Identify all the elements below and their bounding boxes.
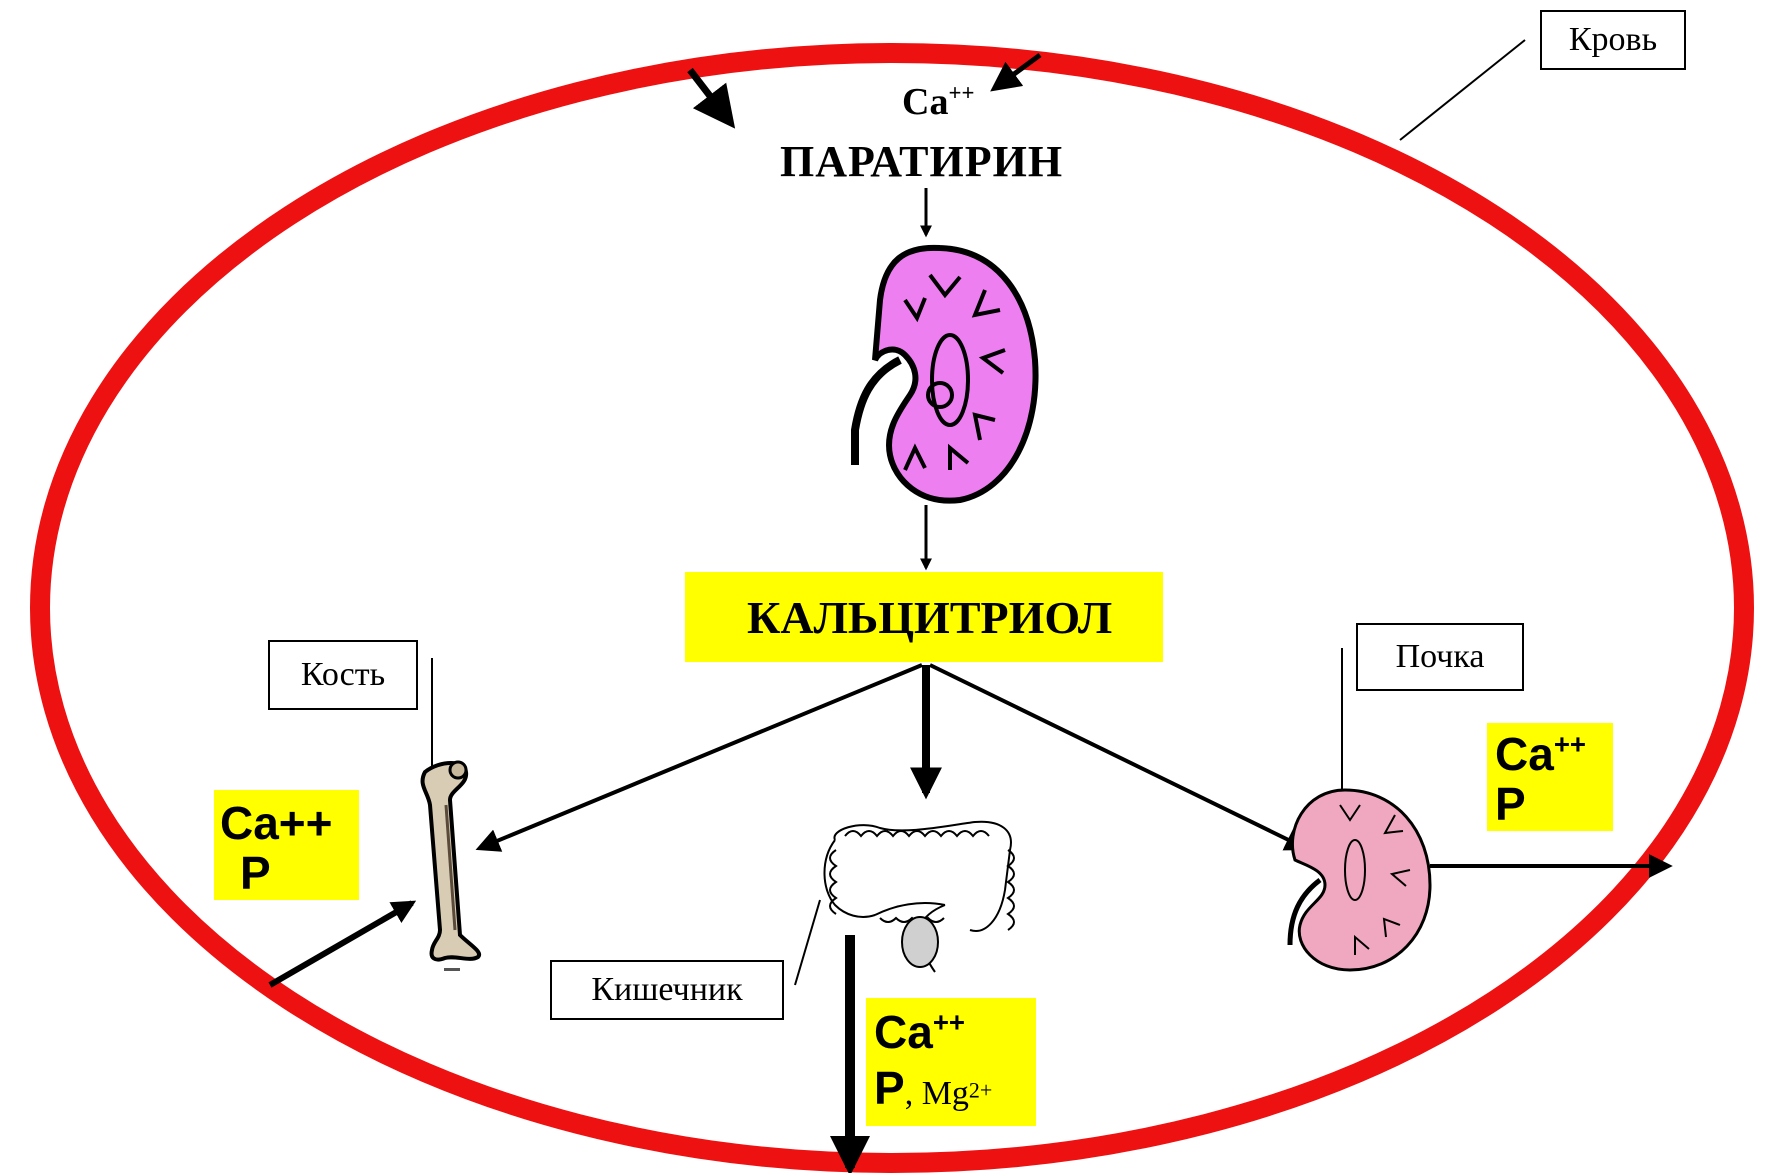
paratyrin-label: ПАРАТИРИН	[780, 136, 1063, 187]
kidney-ca-text: Ca++	[1495, 729, 1613, 779]
kidney-ca-p-box: Ca++ P	[1487, 723, 1613, 831]
bone-caption-mark	[444, 968, 460, 971]
bone-icon	[423, 762, 480, 960]
kidney-icon	[855, 248, 1036, 501]
blood-callout-line	[1400, 40, 1525, 140]
intestine-p-mg-text: P, Mg2+	[874, 1060, 1036, 1128]
calcitriol-box: КАЛЬЦИТРИОЛ	[685, 572, 1163, 662]
arrow-blood-to-bone	[270, 903, 412, 985]
arrow-calcitriol-to-kidney	[930, 665, 1305, 848]
bone-ca-p-box: Ca++ P	[214, 790, 359, 900]
ca-top-label: Ca++	[902, 80, 974, 124]
calcitriol-label: КАЛЬЦИТРИОЛ	[747, 591, 1112, 644]
intestine-label: Кишечник	[550, 960, 784, 1020]
blood-label: Кровь	[1540, 10, 1686, 70]
intestine-ca-p-mg-box: Ca++ P, Mg2+	[866, 998, 1036, 1126]
arrow-into-paratyrin-left	[690, 70, 730, 122]
bone-label: Кость	[268, 640, 418, 710]
kidney-label: Почка	[1356, 623, 1524, 691]
kidney-small-icon	[1290, 790, 1430, 970]
bone-p-text: P	[220, 848, 359, 898]
arrow-calcitriol-to-bone	[480, 665, 922, 848]
kidney-p-text: P	[1495, 779, 1613, 829]
intestine-callout-line	[795, 900, 820, 985]
bone-ca-text: Ca++	[220, 798, 359, 848]
intestine-ca-text: Ca++	[874, 1004, 1036, 1060]
